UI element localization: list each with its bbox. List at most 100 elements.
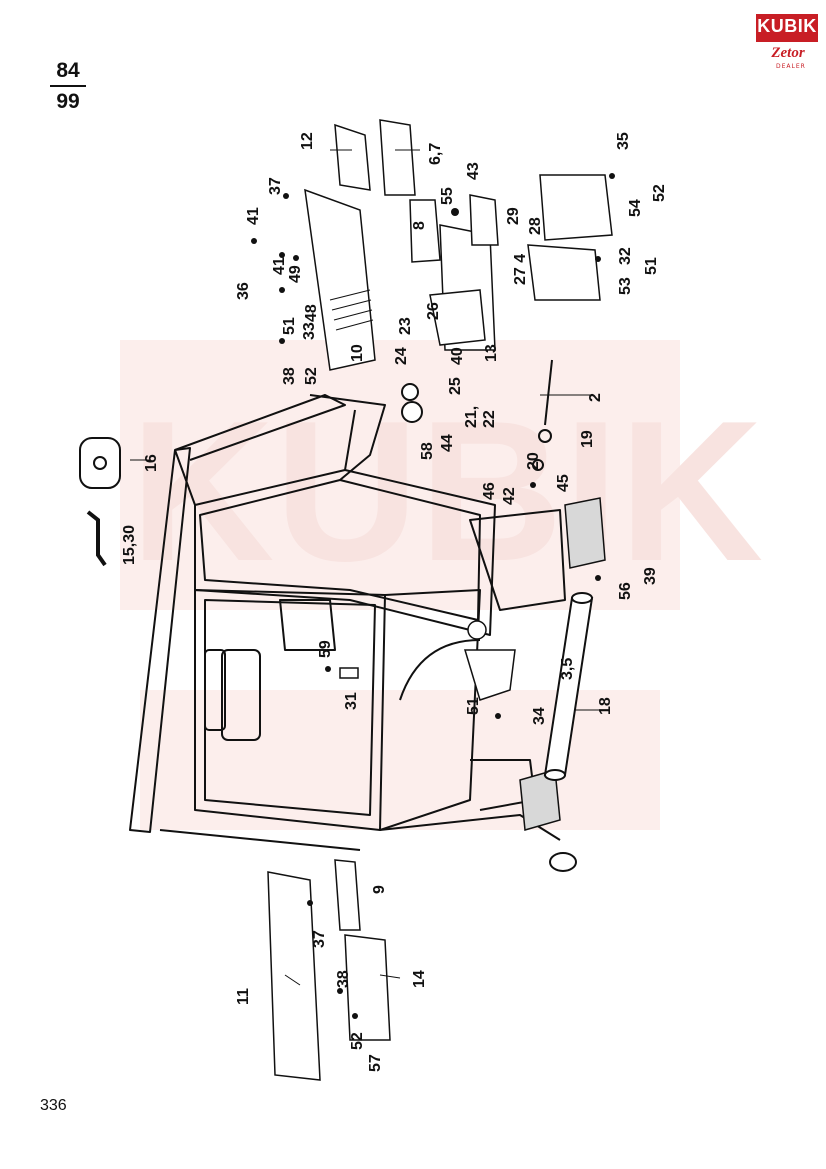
label-2: 2: [587, 393, 604, 402]
label-18: 18: [597, 697, 614, 715]
label-31: 31: [343, 692, 360, 710]
label-52-bottom: 52: [349, 1032, 366, 1050]
interior-mirror: [221, 649, 261, 741]
logo-sub2: DEALER: [776, 63, 806, 70]
label-29: 29: [505, 207, 522, 225]
logo-sub: Zetor: [771, 45, 805, 61]
label-52-left: 52: [303, 367, 320, 385]
roof-panels: [304, 119, 613, 371]
panel-hatching: [329, 289, 374, 331]
roof-rail: [129, 447, 191, 833]
panel-9: [334, 859, 361, 931]
logo-box: [756, 14, 818, 42]
label-45: 45: [555, 474, 572, 492]
label-37-top: 37: [267, 177, 284, 195]
label-24: 24: [393, 347, 410, 365]
label-52-top: 52: [651, 184, 668, 202]
label-54: 54: [627, 199, 644, 217]
panel-29: [469, 194, 499, 246]
label-44: 44: [439, 434, 456, 452]
logo-brand: KUBIK: [757, 16, 817, 36]
label-20: 20: [525, 452, 542, 470]
roof-top: [174, 394, 346, 461]
kubik-logo: KUBIK Zetor DEALER: [756, 14, 818, 72]
label-6-7: 6,7: [427, 143, 444, 165]
label-21-22: 21,: [463, 406, 480, 428]
label-51-right: 51: [643, 257, 660, 275]
label-42: 42: [501, 487, 518, 505]
label-15-30: 15,30: [121, 525, 138, 565]
label-23: 23: [397, 317, 414, 335]
cab-side-lower: [379, 589, 481, 831]
label-51-mid: 51: [465, 697, 482, 715]
fraction-bottom: 99: [56, 90, 80, 113]
tube-top: [571, 592, 593, 604]
steering-arc: [399, 639, 481, 701]
label-34: 34: [531, 707, 548, 725]
page-number: 336: [40, 1097, 67, 1114]
label-36: 36: [235, 282, 252, 300]
label-9: 9: [371, 885, 388, 894]
frame-diag-1: [174, 449, 196, 506]
panel-6-7: [379, 119, 416, 196]
cab-rear-window-inner: [204, 599, 376, 816]
panel-27-4: [527, 244, 601, 301]
fraction-bar: [50, 85, 86, 87]
interior-panel: [204, 649, 226, 731]
label-58: 58: [419, 442, 436, 460]
label-11: 11: [235, 988, 252, 1005]
label-25: 25: [447, 377, 464, 395]
panel-28: [539, 174, 613, 241]
panel-10: [304, 188, 376, 371]
label-41a: 41: [245, 207, 262, 225]
label-57: 57: [367, 1054, 384, 1072]
round-part: [467, 620, 487, 640]
label-38-bottom: 38: [335, 970, 352, 988]
label-55: 55: [439, 187, 456, 205]
seat-shape: [279, 599, 336, 651]
panel-8: [409, 199, 441, 263]
watermark-text: KUBIK: [130, 380, 763, 603]
label-49: 49: [287, 265, 304, 283]
lower-rail: [379, 814, 561, 841]
label-3-5: 3,5: [559, 658, 576, 680]
label-14: 14: [411, 970, 428, 988]
label-27-4: 27 4: [512, 254, 529, 285]
label-40: 40: [449, 347, 466, 365]
steps: [519, 497, 606, 831]
cab-frame: [129, 394, 566, 851]
panel-11: [267, 871, 321, 1081]
frame-diag-2: [344, 409, 356, 471]
cab-front-corner: [309, 394, 386, 481]
label-22: 22: [481, 410, 498, 428]
mirror-center: [93, 456, 107, 470]
bottom-rail: [159, 829, 361, 851]
label-41b: 41: [271, 257, 288, 275]
label-19: 19: [579, 430, 596, 448]
watermark-band-2: [140, 690, 660, 830]
tube-bottom: [544, 769, 566, 781]
mirror-16: [79, 437, 121, 489]
handle-15-30: [86, 510, 107, 567]
label-37-bottom: 37: [311, 930, 328, 948]
bracket-3-5: [463, 649, 516, 701]
upper-step-mount: [469, 509, 566, 611]
upper-step-plate: [564, 497, 606, 569]
bushing-24: [401, 383, 419, 401]
label-8: 8: [411, 221, 428, 230]
label-56: 56: [617, 582, 634, 600]
bushing-21: [401, 401, 423, 423]
watermark-band: [120, 340, 680, 610]
label-35: 35: [615, 132, 632, 150]
cap-part: [549, 852, 577, 872]
label-12: 12: [299, 132, 316, 150]
bolts: [251, 173, 615, 1019]
rod-part-2: [544, 359, 553, 426]
label-43: 43: [465, 162, 482, 180]
label-48: 48: [303, 304, 320, 322]
label-16: 16: [143, 454, 160, 472]
label-33: 33: [301, 322, 318, 340]
fraction-top: 84: [56, 59, 80, 82]
label-39: 39: [642, 567, 659, 585]
